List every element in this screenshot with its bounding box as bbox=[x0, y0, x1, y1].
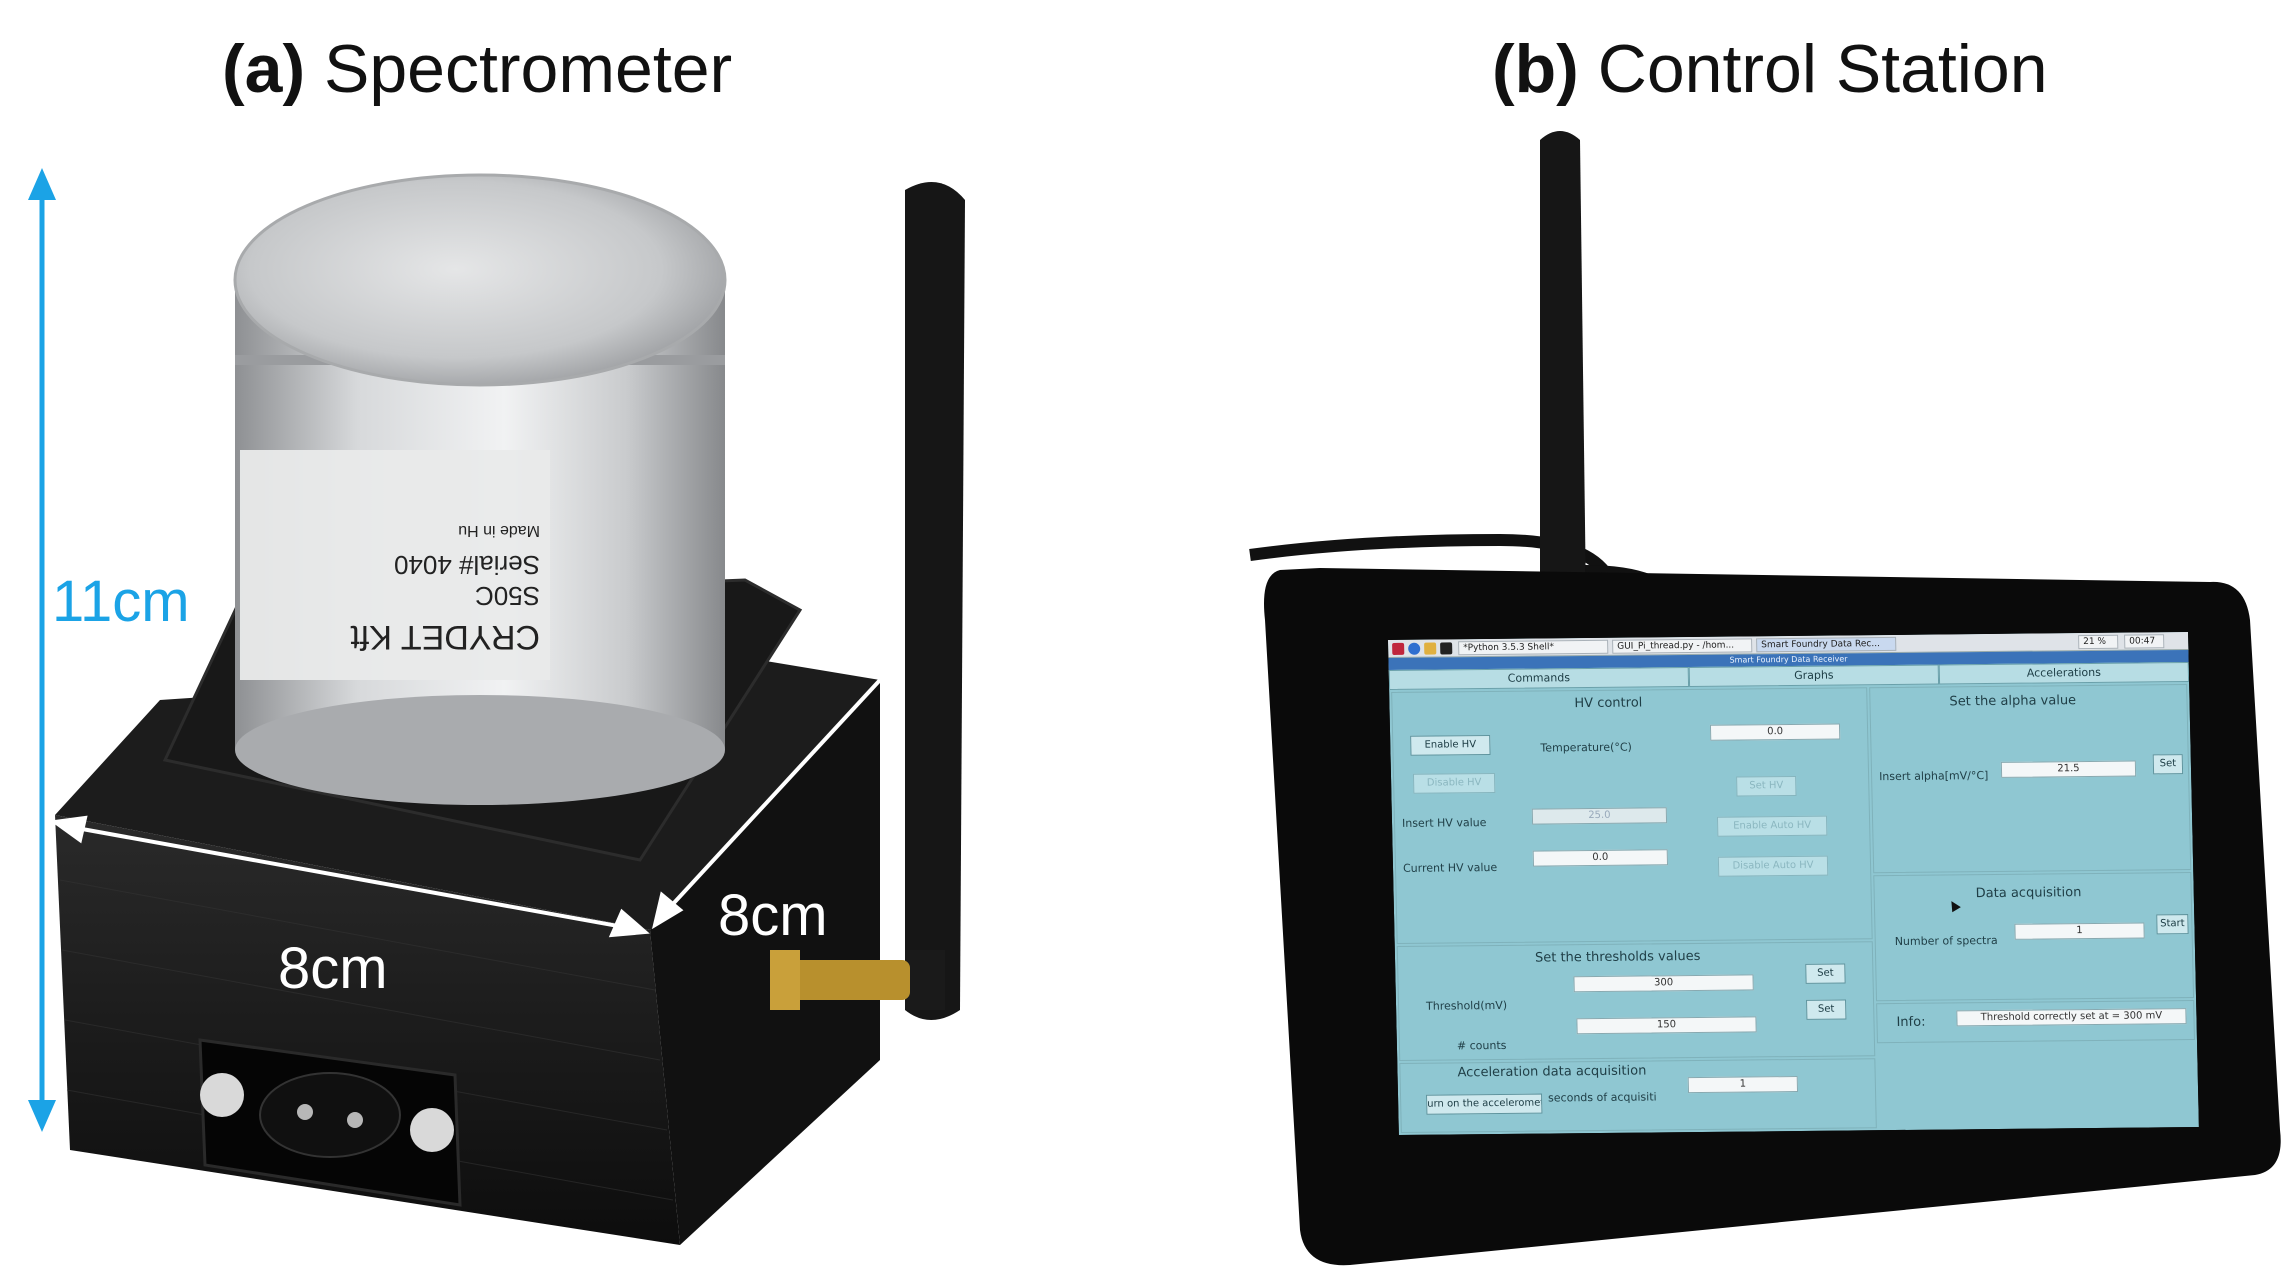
insert-hv-label: Insert HV value bbox=[1401, 816, 1487, 830]
panel-a-title: (a) Spectrometer bbox=[222, 30, 732, 108]
raspberry-icon[interactable] bbox=[1392, 642, 1405, 655]
temperature-field[interactable]: 0.0 bbox=[1709, 723, 1841, 741]
threshold-set-button[interactable]: Set bbox=[1805, 963, 1846, 984]
alpha-set-button[interactable]: Set bbox=[2152, 754, 2184, 775]
globe-icon[interactable] bbox=[1408, 642, 1421, 655]
panel-b-letter: (b) bbox=[1492, 31, 1579, 107]
width-label-side: 8cm bbox=[718, 883, 828, 948]
taskbar-tab-gui-script[interactable]: GUI_Pi_thread.py - /hom... bbox=[1612, 638, 1753, 654]
width-label-front: 8cm bbox=[278, 936, 388, 1001]
spectra-field[interactable]: 1 bbox=[2014, 922, 2145, 940]
thresholds-title: Set the thresholds values bbox=[1534, 948, 1701, 966]
counts-label: # counts bbox=[1456, 1038, 1507, 1053]
box-side-face bbox=[650, 680, 880, 1245]
acquisition-title: Data acquisition bbox=[1975, 885, 2082, 902]
detector-brand: CRYDET Kft bbox=[350, 618, 540, 656]
detector-model: S50C bbox=[474, 581, 540, 611]
width-dimension-lines bbox=[49, 678, 882, 938]
current-hv-field[interactable]: 0.0 bbox=[1532, 849, 1669, 867]
taskbar-tab-data-receiver[interactable]: Smart Foundry Data Rec... bbox=[1756, 636, 1897, 653]
start-button[interactable]: Start bbox=[2156, 914, 2189, 935]
alpha-field[interactable]: 21.5 bbox=[2000, 760, 2137, 778]
counts-field[interactable]: 150 bbox=[1576, 1016, 1757, 1035]
detector-cylinder bbox=[233, 173, 727, 805]
enable-hv-button[interactable]: Enable HV bbox=[1410, 735, 1491, 756]
temperature-label: Temperature(°C) bbox=[1540, 740, 1633, 755]
antenna-a bbox=[770, 182, 965, 1020]
antenna-cable bbox=[1249, 533, 1616, 584]
disable-hv-button[interactable]: Disable HV bbox=[1412, 772, 1496, 794]
threshold-field[interactable]: 300 bbox=[1573, 974, 1754, 993]
height-dimension-arrow bbox=[28, 168, 56, 1132]
detector-serial: Serial# 4040 bbox=[394, 550, 540, 580]
folder-icon[interactable] bbox=[1424, 642, 1437, 655]
alpha-insert-label: Insert alpha[mV/°C] bbox=[1878, 769, 1989, 784]
gui-window: *Python 3.5.3 Shell* GUI_Pi_thread.py - … bbox=[1388, 632, 2199, 1135]
set-hv-button[interactable]: Set HV bbox=[1736, 775, 1797, 797]
antenna-b bbox=[1540, 131, 1685, 612]
accel-seconds-field[interactable]: 1 bbox=[1687, 1076, 1799, 1094]
tab-graphs[interactable]: Graphs bbox=[1688, 664, 1940, 687]
detector-label: CRYDET Kft S50C Serial# 4040 Made in Hu bbox=[250, 470, 540, 670]
accel-seconds-label: seconds of acquisiti bbox=[1547, 1090, 1657, 1105]
accelerometer-button[interactable]: urn on the acceleromet bbox=[1426, 1093, 1543, 1115]
taskbar-tab-python-shell[interactable]: *Python 3.5.3 Shell* bbox=[1458, 639, 1609, 656]
counts-set-button[interactable]: Set bbox=[1806, 999, 1847, 1020]
taskbar-cpu: 21 % bbox=[2078, 634, 2119, 650]
alpha-title: Set the alpha value bbox=[1949, 693, 2077, 710]
panel-b-title: (b) Control Station bbox=[1492, 30, 2048, 108]
taskbar-clock: 00:47 bbox=[2124, 634, 2165, 649]
current-hv-label: Current HV value bbox=[1402, 860, 1498, 875]
power-socket bbox=[198, 1038, 462, 1207]
threshold-label: Threshold(mV) bbox=[1425, 998, 1508, 1013]
panel-b-title-text: Control Station bbox=[1578, 31, 2048, 107]
spectra-label: Number of spectra bbox=[1894, 933, 1998, 948]
enable-auto-hv-button[interactable]: Enable Auto HV bbox=[1716, 815, 1828, 837]
tab-accelerations[interactable]: Accelerations bbox=[1938, 662, 2190, 685]
panel-a-letter: (a) bbox=[222, 31, 306, 107]
spectrometer-photo bbox=[28, 168, 965, 1245]
hv-control-title: HV control bbox=[1574, 695, 1643, 712]
accel-title: Acceleration data acquisition bbox=[1457, 1063, 1647, 1081]
panel-a-title-text: Spectrometer bbox=[305, 31, 733, 107]
tablet-screen: *Python 3.5.3 Shell* GUI_Pi_thread.py - … bbox=[1388, 632, 2199, 1135]
disable-auto-hv-button[interactable]: Disable Auto HV bbox=[1717, 855, 1829, 877]
info-message: Threshold correctly set at = 300 mV bbox=[1956, 1008, 2187, 1027]
tab-commands[interactable]: Commands bbox=[1388, 667, 1690, 690]
height-label: 11cm bbox=[52, 569, 190, 634]
insert-hv-field[interactable]: 25.0 bbox=[1531, 807, 1668, 825]
terminal-icon[interactable] bbox=[1440, 642, 1453, 655]
detector-made-in: Made in Hu bbox=[458, 522, 540, 539]
info-label: Info: bbox=[1896, 1014, 1926, 1030]
